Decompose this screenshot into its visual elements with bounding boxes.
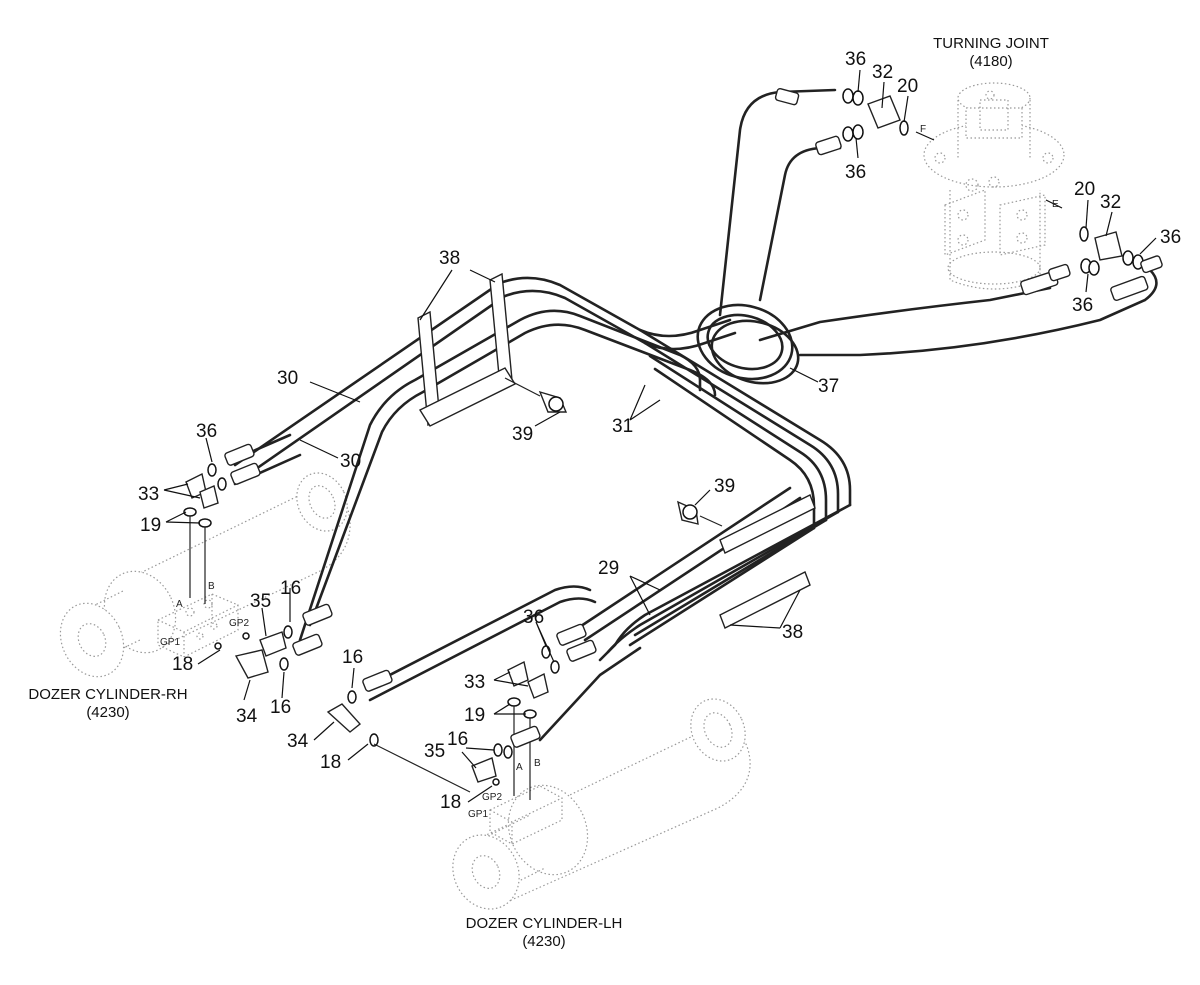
callout-38-lower: 38 (782, 622, 803, 643)
port-e: E (1052, 199, 1059, 210)
callout-36-mid: 36 (845, 162, 866, 183)
callout-34-lh: 34 (287, 731, 309, 752)
port-labels: A B GP1 GP2 A B GP1 GP2 E F (160, 124, 1059, 820)
port-gp1-rh: GP1 (160, 637, 180, 648)
callout-16-rh-lower: 16 (270, 697, 291, 718)
callout-18-lh: 18 (440, 792, 461, 813)
callout-32-top: 32 (872, 62, 893, 83)
callout-29: 29 (598, 558, 619, 579)
callout-38-top: 38 (439, 248, 460, 269)
callout-16-lh: 16 (447, 729, 468, 750)
port-f: F (920, 124, 926, 135)
hose-bundle-31 (233, 276, 852, 662)
dozer-cylinder-rh-drawing (59, 472, 351, 678)
callout-31: 31 (612, 416, 633, 437)
callout-16-mid: 16 (342, 647, 363, 668)
callout-numbers: 36 32 20 36 20 32 36 36 37 38 30 30 39 3… (138, 49, 1181, 813)
port-gp2-lh: GP2 (482, 792, 502, 803)
turning-joint-code: (4180) (969, 53, 1012, 70)
callout-35-lh: 35 (424, 741, 445, 762)
callout-18-mid: 18 (320, 752, 341, 773)
callout-35-rh: 35 (250, 591, 271, 612)
dozer-cylinder-lh-drawing (452, 698, 751, 910)
callout-36-rh: 36 (196, 421, 217, 442)
leader-lines (163, 69, 1157, 803)
turning-joint-drawing (923, 82, 1065, 290)
callout-16-rh-upper: 16 (280, 578, 301, 599)
dozer-rh-name: DOZER CYLINDER-RH (28, 686, 187, 703)
clamps-38 (417, 272, 816, 629)
callout-36-lower-right: 36 (1072, 295, 1093, 316)
callout-32-right: 32 (1100, 192, 1121, 213)
component-captions: TURNING JOINT (4180) DOZER CYLINDER-RH (… (28, 35, 1049, 950)
port-a-lh: A (516, 762, 523, 773)
port-gp2-rh: GP2 (229, 618, 249, 629)
callout-18-rh: 18 (172, 654, 193, 675)
port-gp1-lh: GP1 (468, 809, 488, 820)
callout-36-top: 36 (845, 49, 866, 70)
callout-33-lh: 33 (464, 672, 485, 693)
port-b-lh: B (534, 758, 541, 769)
dozer-rh-code: (4230) (86, 704, 129, 721)
callout-30-upper: 30 (277, 368, 298, 389)
callout-39-upper: 39 (512, 424, 533, 445)
callout-36-lh: 36 (523, 607, 544, 628)
fittings (183, 87, 1163, 800)
port-b-rh: B (208, 581, 215, 592)
callout-20-top: 20 (897, 76, 918, 97)
callout-36-right: 36 (1160, 227, 1181, 248)
callout-30-lower: 30 (340, 451, 361, 472)
callout-33-rh: 33 (138, 484, 159, 505)
dozer-lh-name: DOZER CYLINDER-LH (466, 915, 623, 932)
callout-34-rh: 34 (236, 706, 258, 727)
turning-joint-name: TURNING JOINT (933, 35, 1049, 52)
callout-19-lh: 19 (464, 705, 485, 726)
dozer-lh-code: (4230) (522, 933, 565, 950)
callout-39-mid: 39 (714, 476, 735, 497)
callout-20-right: 20 (1074, 179, 1095, 200)
port-a-rh: A (176, 599, 183, 610)
callout-37: 37 (818, 376, 839, 397)
callout-19-rh: 19 (140, 515, 161, 536)
